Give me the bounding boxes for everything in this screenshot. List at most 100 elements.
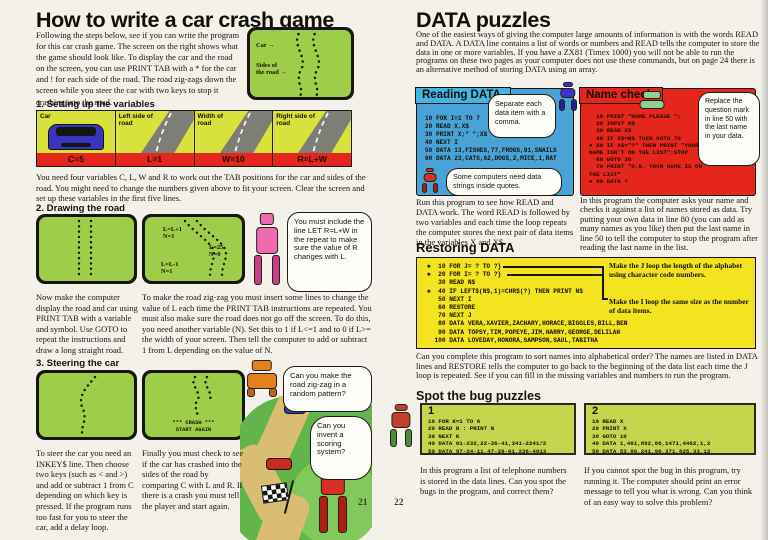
robot-frog-green — [639, 91, 665, 109]
robot-leg — [271, 255, 280, 285]
code-line: 50 NEXT I — [427, 295, 472, 303]
connector-line — [602, 266, 604, 298]
robot-leg — [405, 429, 413, 447]
variable-annotation: L=L+1 N=1 — [163, 226, 183, 241]
code-line: ● 80 DATA ? — [589, 177, 628, 185]
code-line: 10 READ X — [592, 418, 624, 425]
robot-body — [423, 172, 437, 183]
code-line: 10 PRINT "NAME PLEASE "; — [589, 113, 681, 120]
code-line: 70 NEXT J — [427, 312, 472, 320]
panel-value: W=10 — [194, 153, 273, 166]
section2-column1: Now make the computer display the road a… — [36, 292, 138, 355]
robot-pink — [250, 213, 284, 287]
section1-heading: 1. Setting up the variables — [36, 99, 155, 110]
code-line: ✱ 40 IF LEFT$(N$,1)=CHR$(?) THEN PRINT N… — [427, 287, 583, 295]
panel-label: Right side of road — [276, 113, 315, 127]
game-demo-screen-inner: Car → Sides of the road → — [250, 30, 351, 97]
code-line: 40 DATA 01-232,22-36-41,341-2241/2 — [428, 440, 547, 448]
j-loop-note: Make the J loop the length of the alphab… — [609, 261, 743, 279]
i-loop-note: Make the I loop the same size as the num… — [609, 297, 749, 315]
code-line: 100 DATA LOVEDAY,HONORA,SAMPSON,SAUL,TAB… — [427, 336, 598, 344]
connector-line — [503, 266, 603, 268]
sides-of-road-label: Sides of the road → — [256, 62, 287, 77]
robot-orange — [245, 360, 279, 398]
code-line: 50 DATA 53,80,241,90,371,825,33,13 — [592, 447, 711, 455]
restoring-data-code: ✱ 10 FOR J= ? TO ?}✱ 20 FOR I= ? TO ?} 3… — [427, 263, 667, 345]
car-label: Car → — [256, 42, 275, 49]
bug-box-2-caption: If you cannot spot the bug in this progr… — [584, 465, 753, 507]
zigzag-road-dots — [183, 219, 228, 281]
code-line: 50 DATA 13,FISHES,77,FROGS,91,SNAILS — [425, 147, 557, 154]
straight-road-dots — [77, 219, 93, 279]
restoring-data-box: ✱ 10 FOR J= ? TO ?}✱ 20 FOR I= ? TO ?} 3… — [416, 257, 756, 349]
robot-body — [639, 100, 665, 109]
bug-box-1-caption: In this program a list of telephone numb… — [420, 465, 567, 497]
variable-panel-left-side: Left side of road L=1 — [115, 111, 195, 166]
question-mark-tip-bubble: Replace the question mark in line 50 wit… — [698, 92, 760, 166]
road-dots-graphic — [295, 32, 321, 97]
code-line: 90 DATA TOPSY,TIM,POPEYE,JIM,HARRY,GEORG… — [427, 328, 621, 336]
right-page-title: DATA puzzles — [416, 8, 551, 32]
robot-blue — [556, 82, 580, 112]
section2-heading: 2. Drawing the road — [36, 203, 126, 214]
crash-message: *** CRASH *** START AGAIN — [172, 420, 215, 433]
panel-label: Car — [40, 113, 51, 120]
game-demo-screen: Car → Sides of the road → — [247, 27, 354, 100]
robot-body — [247, 372, 277, 389]
code-line: 60 DATA 23,CATS,62,DOGS,2,MICE,1,RAT — [425, 155, 557, 162]
code-line: 70 PRINT "O.K. YOUR NAME IS ON THE LIST" — [589, 163, 706, 178]
robot-leg — [422, 182, 428, 194]
code-line: 20 PRINT X — [592, 425, 627, 433]
straight-road-screen — [36, 214, 137, 284]
variable-annotation: L=L-1 N=1 — [161, 261, 179, 276]
variable-annotation: L=25 N=0 — [209, 244, 224, 259]
comma-tip-bubble: Separate each data item with a comma. — [488, 94, 556, 138]
robot-leg — [254, 255, 263, 285]
robot-head — [425, 168, 435, 173]
road-illustration — [296, 111, 351, 155]
section3-heading: 3. Steering the car — [36, 358, 120, 369]
robot-leg — [338, 496, 348, 534]
robot-head — [251, 360, 273, 372]
zigzag-road-screen-inner: L=L+1 N=1 L=25 N=0 L=L-1 N=1 — [145, 217, 242, 281]
code-line: 40 IF X$=N$ THEN GOTO 70 — [589, 134, 681, 142]
code-line: 30 NEXT K — [428, 432, 460, 440]
page-left: How to write a car crash game Following … — [36, 8, 372, 540]
crash-screen-inner: *** CRASH *** START AGAIN — [145, 373, 242, 437]
variable-panel-car: Car C=5 — [37, 111, 116, 166]
restoring-data-heading: Restoring DATA — [416, 240, 515, 255]
crash-screen: *** CRASH *** START AGAIN — [142, 370, 245, 440]
section2-column2: To make the road zig-zag you must insert… — [142, 292, 372, 355]
panel-label: Left side of road — [118, 113, 153, 127]
section1-caption: You need four variables C, L, W and R to… — [36, 172, 366, 204]
car-illustration — [48, 124, 104, 150]
reading-data-caption: Run this program to see how READ and DAT… — [416, 197, 574, 247]
code-line: 20 INPUT N$ — [589, 120, 635, 128]
robot-leg — [571, 99, 578, 112]
variable-panel-width: Width of road W=10 — [194, 111, 274, 166]
road-illustration — [218, 111, 273, 155]
robot-body — [391, 412, 411, 429]
page-number-right: 22 — [394, 498, 404, 508]
robot-head — [642, 91, 662, 100]
panel-label: Width of road — [197, 113, 224, 127]
section3-column1: To steer the car you need an INKEY$ line… — [36, 448, 134, 533]
page-right: DATA puzzles One of the easiest ways of … — [384, 0, 768, 540]
reading-data-heading: Reading DATA — [415, 87, 511, 104]
robot-head — [259, 213, 275, 225]
code-line: 10 FOR K=1 TO 6 — [428, 418, 481, 425]
code-line: 20 READ N : PRINT N — [428, 425, 495, 433]
variables-strip: Car C=5 Left side of road L=1 Width of r… — [36, 110, 352, 167]
robot-leg — [247, 388, 256, 398]
crash-road-dots — [192, 375, 212, 419]
robot-leg — [389, 429, 397, 447]
robot-body — [560, 87, 576, 99]
steering-screen — [36, 370, 137, 440]
car-red-small — [266, 458, 292, 470]
code-line: 30 READ X$ — [589, 127, 632, 135]
robot-speech-bubble: You must include the line LET R=L+W in t… — [287, 212, 372, 292]
